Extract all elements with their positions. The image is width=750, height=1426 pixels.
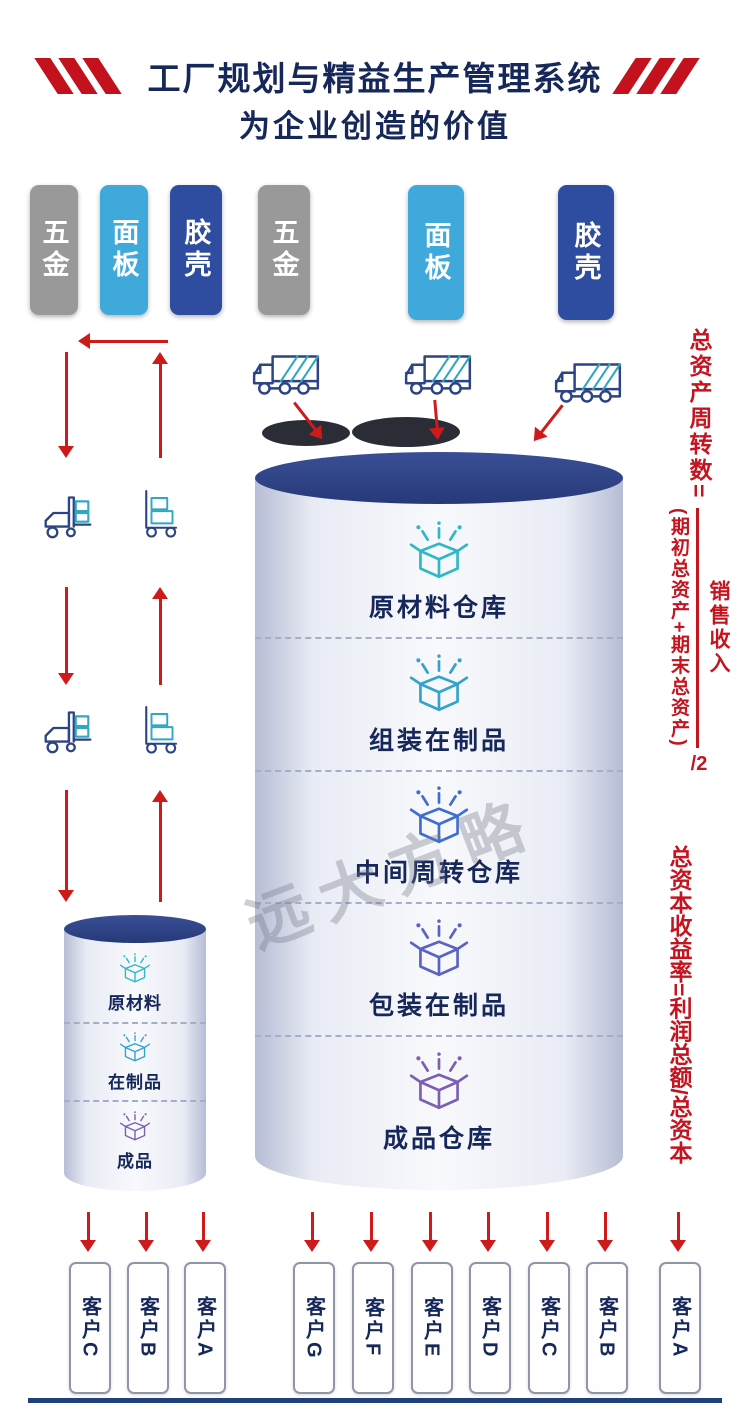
formula-numerator: 销售收入 bbox=[707, 580, 730, 677]
outbound-arrow bbox=[304, 1212, 320, 1252]
page-title-line1: 工厂规划与精益生产管理系统 bbox=[147, 60, 603, 97]
supplier-label: 胶壳 bbox=[180, 218, 211, 282]
warehouse-section-raw-materials: 原材料仓库 bbox=[255, 506, 623, 637]
inbound-arrow bbox=[527, 400, 569, 447]
customer-label: 客户C bbox=[537, 1296, 560, 1360]
fraction-bar bbox=[696, 508, 699, 749]
section-label: 在制品 bbox=[108, 1073, 162, 1092]
open-box-icon bbox=[406, 652, 472, 718]
supplier-hardware-right: 五金 bbox=[258, 185, 310, 315]
asset-turnover-formula: 总资产周转数= (期初总资产+期末总资产) 销售收入 /2 bbox=[652, 328, 746, 776]
forklift-icon bbox=[36, 697, 98, 759]
section-label: 成品仓库 bbox=[382, 1125, 495, 1154]
flow-arrow-up bbox=[152, 352, 168, 458]
cylinder-top bbox=[64, 915, 206, 943]
forklift-icon bbox=[36, 482, 98, 544]
outbound-arrow bbox=[138, 1212, 154, 1252]
customer-box: 客户E bbox=[411, 1262, 453, 1394]
open-box-icon bbox=[406, 1050, 472, 1116]
customer-label: 客户F bbox=[361, 1297, 384, 1359]
outbound-arrow bbox=[539, 1212, 555, 1252]
warehouse-section-finished-goods: 成品仓库 bbox=[255, 1035, 623, 1168]
supplier-label: 胶壳 bbox=[570, 220, 601, 285]
delivery-truck-icon bbox=[552, 358, 626, 408]
small-warehouse-cylinder: 原材料 在制品 成品 bbox=[64, 915, 206, 1191]
customer-box: 客户B bbox=[586, 1262, 628, 1394]
warehouse-section-intermediate: 中间周转仓库 bbox=[255, 769, 623, 903]
customer-box: 客户D bbox=[469, 1262, 511, 1394]
flow-arrow-left bbox=[78, 333, 168, 349]
formula-denominator: (期初总资产+期末总资产) bbox=[668, 508, 689, 749]
open-box-icon bbox=[118, 1031, 152, 1065]
customer-label: 客户D bbox=[478, 1296, 501, 1360]
open-box-icon bbox=[118, 1110, 152, 1144]
supplier-label: 面板 bbox=[108, 218, 139, 282]
customer-box: 客户C bbox=[69, 1262, 111, 1394]
hand-cart-icon bbox=[134, 484, 190, 540]
customer-label: 客户G bbox=[302, 1295, 325, 1361]
section-label: 中间周转仓库 bbox=[354, 859, 523, 888]
outbound-arrow bbox=[480, 1212, 496, 1252]
delivery-truck-icon bbox=[250, 350, 324, 400]
outbound-arrow bbox=[363, 1212, 379, 1252]
customer-box: 客户G bbox=[293, 1262, 335, 1394]
small-section-raw-materials: 原材料 bbox=[64, 945, 206, 1022]
flow-arrow-up bbox=[152, 790, 168, 902]
flow-arrow-down bbox=[58, 352, 74, 458]
outbound-arrow bbox=[195, 1212, 211, 1252]
outbound-arrow bbox=[597, 1212, 613, 1252]
small-section-finished: 成品 bbox=[64, 1100, 206, 1179]
section-label: 成品 bbox=[117, 1151, 153, 1171]
supplier-shell-left: 胶壳 bbox=[170, 185, 222, 315]
supplier-panel-right: 面板 bbox=[408, 185, 464, 320]
inbound-arrow bbox=[426, 399, 446, 441]
small-section-wip: 在制品 bbox=[64, 1021, 206, 1101]
formula-divisor: /2 bbox=[690, 753, 708, 776]
formula-fraction: (期初总资产+期末总资产) 销售收入 bbox=[665, 508, 733, 749]
customer-box: 客户F bbox=[352, 1262, 394, 1394]
flow-arrow-down bbox=[58, 587, 74, 685]
cylinder-top bbox=[255, 452, 623, 504]
flow-arrow-down bbox=[58, 790, 74, 902]
customer-label: 客户B bbox=[595, 1296, 618, 1360]
outbound-arrow bbox=[670, 1212, 686, 1252]
section-label: 原材料 bbox=[108, 994, 162, 1014]
truck-shadow bbox=[352, 417, 460, 447]
warehouse-section-assembly-wip: 组装在制品 bbox=[255, 636, 623, 770]
supplier-label: 面板 bbox=[420, 220, 451, 285]
page-title-line2: 为企业创造的价值 bbox=[239, 109, 511, 144]
delivery-truck-icon bbox=[402, 350, 476, 400]
customer-label: 客户A bbox=[193, 1296, 216, 1360]
flow-arrow-up bbox=[152, 587, 168, 685]
roi-formula: 总资本收益率=利润总额/总资本 bbox=[666, 845, 692, 1164]
section-label: 原材料仓库 bbox=[368, 593, 509, 622]
customer-label: 客户C bbox=[78, 1296, 101, 1360]
customer-box: 客户C bbox=[528, 1262, 570, 1394]
section-label: 组装在制品 bbox=[368, 726, 509, 755]
hand-cart-icon bbox=[134, 700, 190, 756]
truck-shadow bbox=[262, 420, 350, 446]
customer-box: 客户A bbox=[659, 1262, 701, 1394]
supplier-shell-right: 胶壳 bbox=[558, 185, 614, 320]
open-box-icon bbox=[406, 519, 472, 585]
open-box-icon bbox=[406, 917, 472, 983]
outbound-arrow bbox=[422, 1212, 438, 1252]
supplier-label: 五金 bbox=[38, 218, 69, 282]
customer-box: 客户A bbox=[184, 1262, 226, 1394]
supplier-panel-left: 面板 bbox=[100, 185, 148, 315]
outbound-arrow bbox=[80, 1212, 96, 1252]
section-label: 包装在制品 bbox=[368, 992, 509, 1021]
customer-label: 客户E bbox=[420, 1296, 443, 1360]
customer-label: 客户A bbox=[668, 1296, 691, 1360]
warehouse-section-packaging-wip: 包装在制品 bbox=[255, 902, 623, 1035]
footer-line bbox=[28, 1398, 722, 1403]
factory-warehouse-cylinder: 原材料仓库 组装在制品 中间周转仓库 包装在制品 成品仓库 bbox=[255, 452, 623, 1190]
open-box-icon bbox=[118, 952, 152, 986]
supplier-hardware-left: 五金 bbox=[30, 185, 78, 315]
customer-label: 客户B bbox=[136, 1296, 159, 1360]
customer-box: 客户B bbox=[127, 1262, 169, 1394]
formula-lhs: 总资产周转数= bbox=[686, 328, 712, 501]
supplier-label: 五金 bbox=[268, 218, 299, 282]
